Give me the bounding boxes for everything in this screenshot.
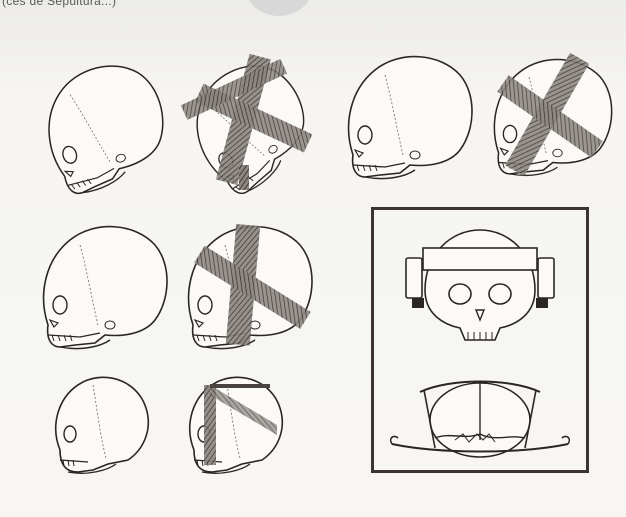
skull-elongated-icon (349, 57, 472, 179)
skull-bound-icon (190, 377, 282, 473)
skull-bound-icon (173, 47, 327, 201)
skull-elongated-icon (32, 53, 179, 199)
inset-frame (371, 207, 589, 473)
skull-round-icon (56, 377, 148, 473)
skull-elongated-icon (44, 227, 167, 349)
skull-bound-icon (189, 224, 312, 349)
skull-bound-icon (494, 53, 611, 177)
